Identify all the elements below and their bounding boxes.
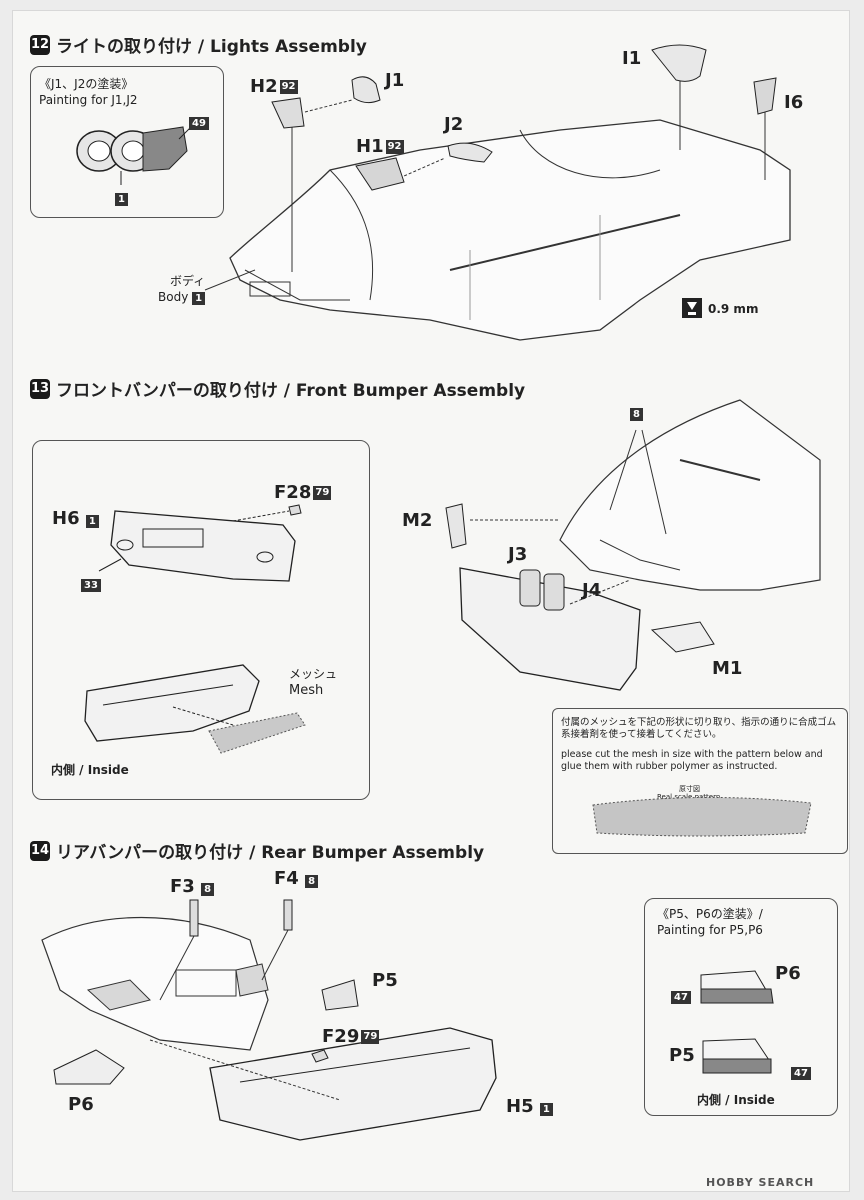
part-f28-number: 79: [313, 486, 332, 500]
scale-label-jp: 原寸図: [679, 785, 700, 793]
headlight-unit-drawing: [76, 126, 192, 185]
paint-p6-label: P6: [775, 963, 801, 984]
light-parts-drawing: [271, 44, 777, 191]
front-bumper-drawing: [84, 504, 306, 754]
body-label-jp: ボディ: [170, 274, 206, 288]
paint-p5-p6-box: 《P5、P6の塗装》/ Painting for P5,P6 P6 P5 47 …: [644, 898, 838, 1116]
paint-code-8: 8: [630, 408, 643, 421]
paint-p5-p6-title-en: Painting for P5,P6: [657, 923, 763, 937]
part-h6-code: 1: [85, 515, 99, 528]
part-f4-code: 8: [305, 875, 319, 888]
part-p5-label: P5: [372, 970, 398, 991]
paint-p5-p6-title-jp: 《P5、P6の塗装》/: [657, 907, 763, 921]
part-f3-code: 8: [201, 883, 215, 896]
part-h5-code: 1: [539, 1103, 553, 1116]
paint-j1-j2-title-en: Painting for J1,J2: [39, 93, 138, 107]
step-14-title-text: リアバンパーの取り付け / Rear Bumper Assembly: [56, 843, 485, 863]
part-h2-number: 92: [279, 80, 298, 94]
part-m2-label: M2: [402, 510, 433, 531]
drill-icon: [682, 298, 702, 318]
paint-code-33: 33: [81, 579, 101, 592]
part-i1-label: I1: [622, 48, 642, 69]
front-bumper-box: 内側 / Inside メッシュ Mesh 33: [32, 440, 370, 800]
mesh-pattern-shape: [592, 796, 812, 837]
paint-code-47-b: 47: [791, 1067, 811, 1080]
step-14-title: 14 リアバンパーの取り付け / Rear Bumper Assembly: [30, 838, 484, 863]
part-i6-label: I6: [784, 92, 804, 113]
rear-inside-label: 内側 / Inside: [697, 1093, 775, 1107]
body-label-en: Body 1: [158, 290, 206, 305]
car-front-drawing: [445, 399, 821, 691]
part-m1-label: M1: [712, 658, 743, 679]
part-p6-label: P6: [68, 1094, 94, 1115]
part-h6-label: H6 1: [52, 508, 99, 529]
paint-j1-j2-box: 《J1、J2の塗装》 Painting for J1,J2 49 1: [30, 66, 224, 218]
step-13-title: 13 フロントバンパーの取り付け / Front Bumper Assembly: [30, 376, 525, 401]
part-h5-label: H5 1: [506, 1096, 553, 1117]
part-j1-label: J1: [385, 70, 405, 91]
step-13-number: 13: [30, 378, 50, 399]
step-12-title-text: ライトの取り付け / Lights Assembly: [56, 37, 367, 57]
front-inside-label: 内側 / Inside: [51, 763, 129, 777]
step-13-title-text: フロントバンパーの取り付け / Front Bumper Assembly: [56, 381, 526, 401]
part-h1-number: 92: [385, 140, 404, 154]
paint-code-1: 1: [115, 193, 128, 206]
step-12-number: 12: [30, 34, 50, 55]
body-code: 1: [192, 292, 206, 305]
step-12-title: 12 ライトの取り付け / Lights Assembly: [30, 32, 367, 57]
part-f29-number: 79: [361, 1030, 380, 1044]
part-j2-label: J2: [444, 114, 464, 135]
scale-label-en: Real scale pattern: [657, 793, 721, 801]
mesh-note-jp: 付属のメッシュを下記の形状に切り取り、指示の通りに合成ゴム系接着剤を使って接着し…: [561, 717, 837, 740]
mesh-label-jp: メッシュ: [289, 667, 338, 681]
mesh-pattern-box: 付属のメッシュを下記の形状に切り取り、指示の通りに合成ゴム系接着剤を使って接着し…: [552, 708, 848, 854]
part-j4-label: J4: [582, 580, 602, 601]
mesh-label-en: Mesh: [289, 683, 324, 698]
paint-code-47-a: 47: [671, 991, 691, 1004]
paint-j1-j2-title-jp: 《J1、J2の塗装》: [39, 77, 134, 91]
drill-size: 0.9 mm: [708, 302, 759, 316]
part-f3-label: F3 8: [170, 876, 215, 897]
paint-code-49: 49: [189, 117, 209, 130]
mesh-note-en: please cut the mesh in size with the pat…: [561, 749, 823, 772]
part-j3-label: J3: [508, 544, 528, 565]
part-f4-label: F4 8: [274, 868, 319, 889]
watermark-logo: HOBBY SEARCH: [706, 1176, 815, 1189]
taillight-paint-drawing: [700, 970, 774, 1074]
step-14-number: 14: [30, 840, 50, 861]
paint-p5-label: P5: [669, 1045, 695, 1066]
